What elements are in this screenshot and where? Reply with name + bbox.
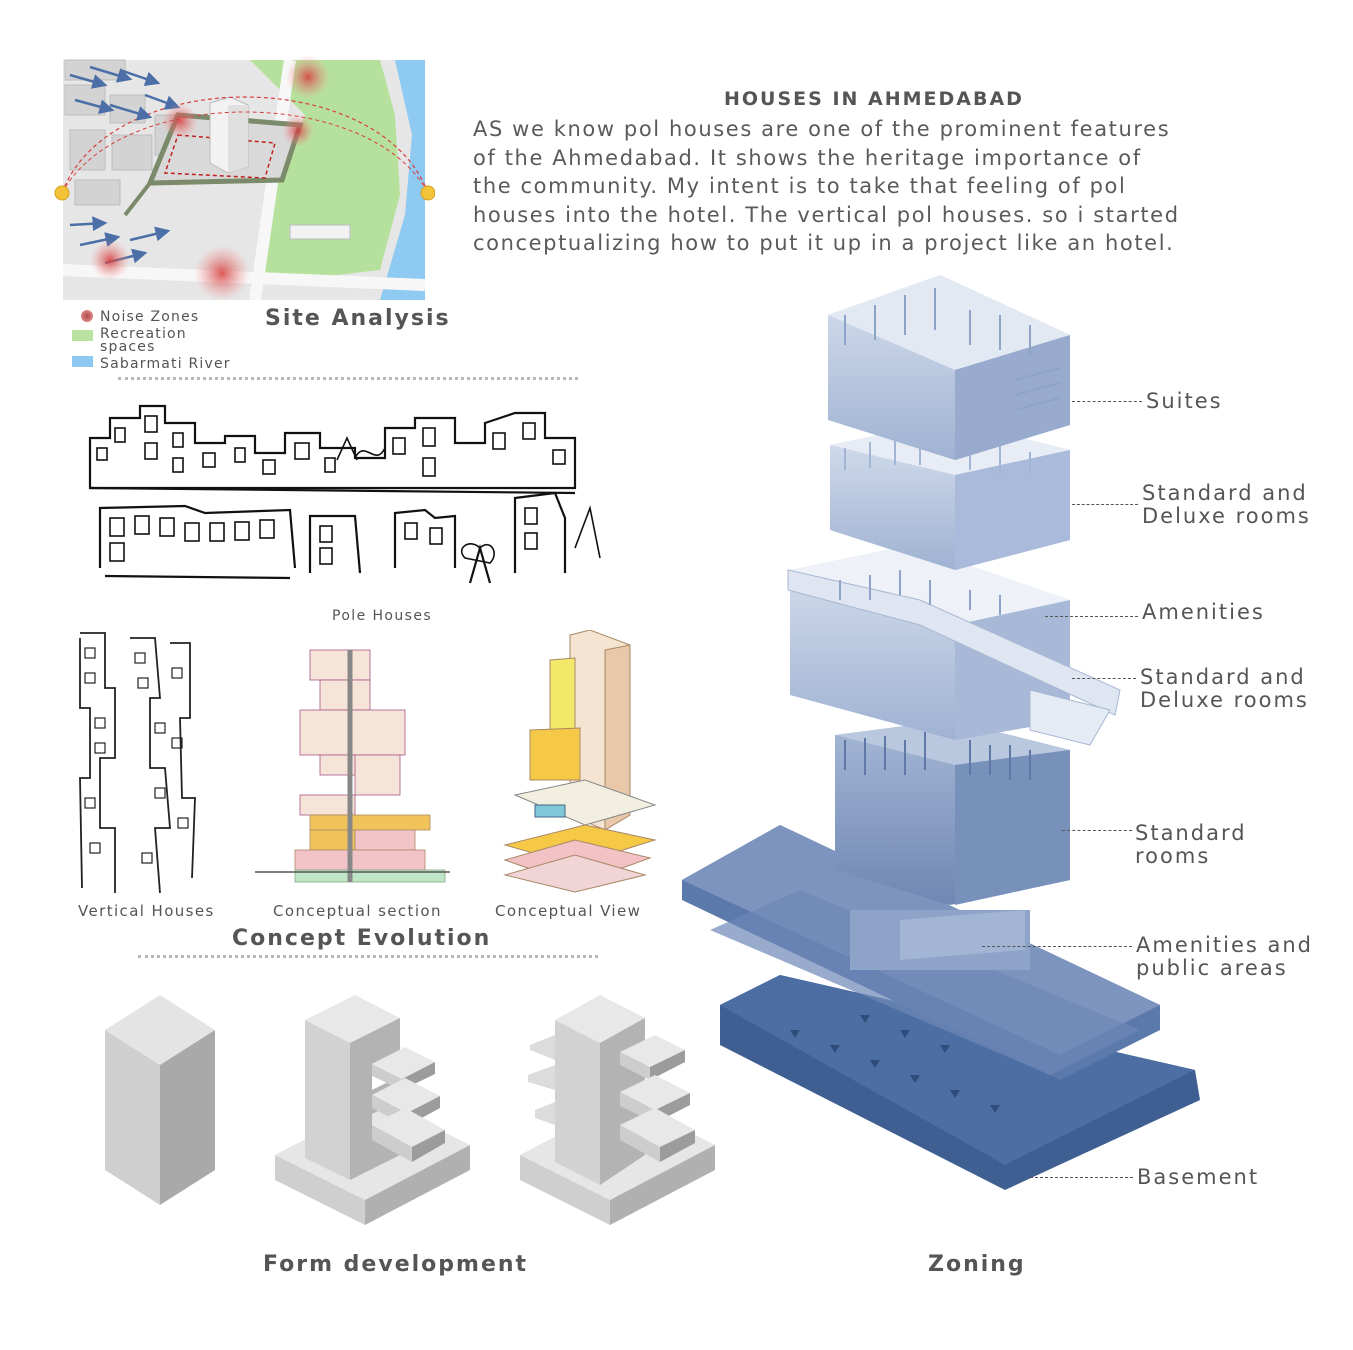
zone-label-standard-deluxe: Standard and Deluxe rooms — [1142, 481, 1311, 528]
massing-stage-2 — [275, 995, 470, 1225]
leader-line — [982, 946, 1132, 947]
zone-label-standard-rooms: Standard rooms — [1135, 821, 1247, 868]
noise-zones — [90, 55, 330, 301]
intro-line: houses into the hotel. The vertical pol … — [473, 202, 1180, 227]
massing-stage-1 — [105, 995, 215, 1205]
zone-standard-rooms — [835, 720, 1070, 905]
leader-line — [1072, 504, 1138, 505]
sun-icon — [54, 185, 70, 201]
legend-label: Recreation spaces — [100, 326, 187, 355]
leader-line — [1072, 401, 1142, 402]
legend-label: Noise Zones — [100, 309, 200, 325]
zone-label-standard-deluxe: Standard and Deluxe rooms — [1140, 665, 1309, 712]
concept-caption: Vertical Houses — [78, 902, 215, 920]
zone-label-amenities-public: Amenities and public areas — [1136, 933, 1313, 980]
river-swatch — [72, 356, 93, 367]
recreation-swatch — [72, 330, 93, 341]
divider — [118, 377, 578, 380]
intro-line: the community. My intent is to take that… — [473, 174, 1127, 198]
pole-houses-caption: Pole Houses — [332, 608, 433, 624]
massing-stage-3 — [520, 995, 715, 1225]
leader-line — [1045, 616, 1138, 617]
intro-line: of the Ahmedabad. It shows the heritage … — [473, 145, 1142, 170]
city-blocks — [64, 59, 181, 206]
pole-houses-sketch — [88, 404, 601, 584]
intro-line: AS we know pol houses are one of the pro… — [473, 117, 1171, 141]
zone-label-suites: Suites — [1146, 389, 1223, 413]
zone-amenities-public — [682, 825, 1160, 1080]
zoning-exploded-axonometric — [682, 275, 1200, 1190]
zone-amenities-mid — [787, 545, 1121, 746]
site-analysis-title: Site Analysis — [265, 306, 451, 331]
concept-caption: Conceptual section — [273, 902, 442, 920]
intro-line: conceptualizing how to put it up in a pr… — [473, 231, 1175, 255]
leader-line — [1062, 830, 1132, 831]
noise-zone-swatch-icon — [81, 310, 93, 322]
zone-suites — [828, 275, 1070, 460]
site-analysis-map — [54, 55, 435, 301]
divider — [138, 955, 598, 958]
concept-evolution-title: Concept Evolution — [232, 926, 492, 951]
legend-label: Sabarmati River — [100, 356, 231, 372]
zone-label-basement: Basement — [1137, 1165, 1260, 1189]
leader-line — [1072, 678, 1136, 679]
concept-caption: Conceptual View — [495, 902, 642, 920]
form-development-title: Form development — [263, 1252, 529, 1277]
park-area — [250, 60, 400, 285]
river — [380, 60, 425, 300]
sun-icon — [420, 185, 435, 201]
zoning-title: Zoning — [928, 1252, 1026, 1277]
sun-path — [61, 96, 429, 194]
zone-basement — [720, 975, 1200, 1190]
conceptual-section-sketch — [255, 649, 450, 883]
page-title: HOUSES IN AHMEDABAD — [724, 88, 1024, 110]
form-development-diagram — [105, 995, 715, 1225]
zone-label-amenities: Amenities — [1142, 600, 1265, 624]
conceptual-view-sketch — [503, 630, 657, 893]
leader-line — [1030, 1177, 1133, 1178]
intro-paragraph: AS we know pol houses are one of the pro… — [473, 115, 1333, 258]
vertical-houses-sketch — [79, 632, 196, 894]
